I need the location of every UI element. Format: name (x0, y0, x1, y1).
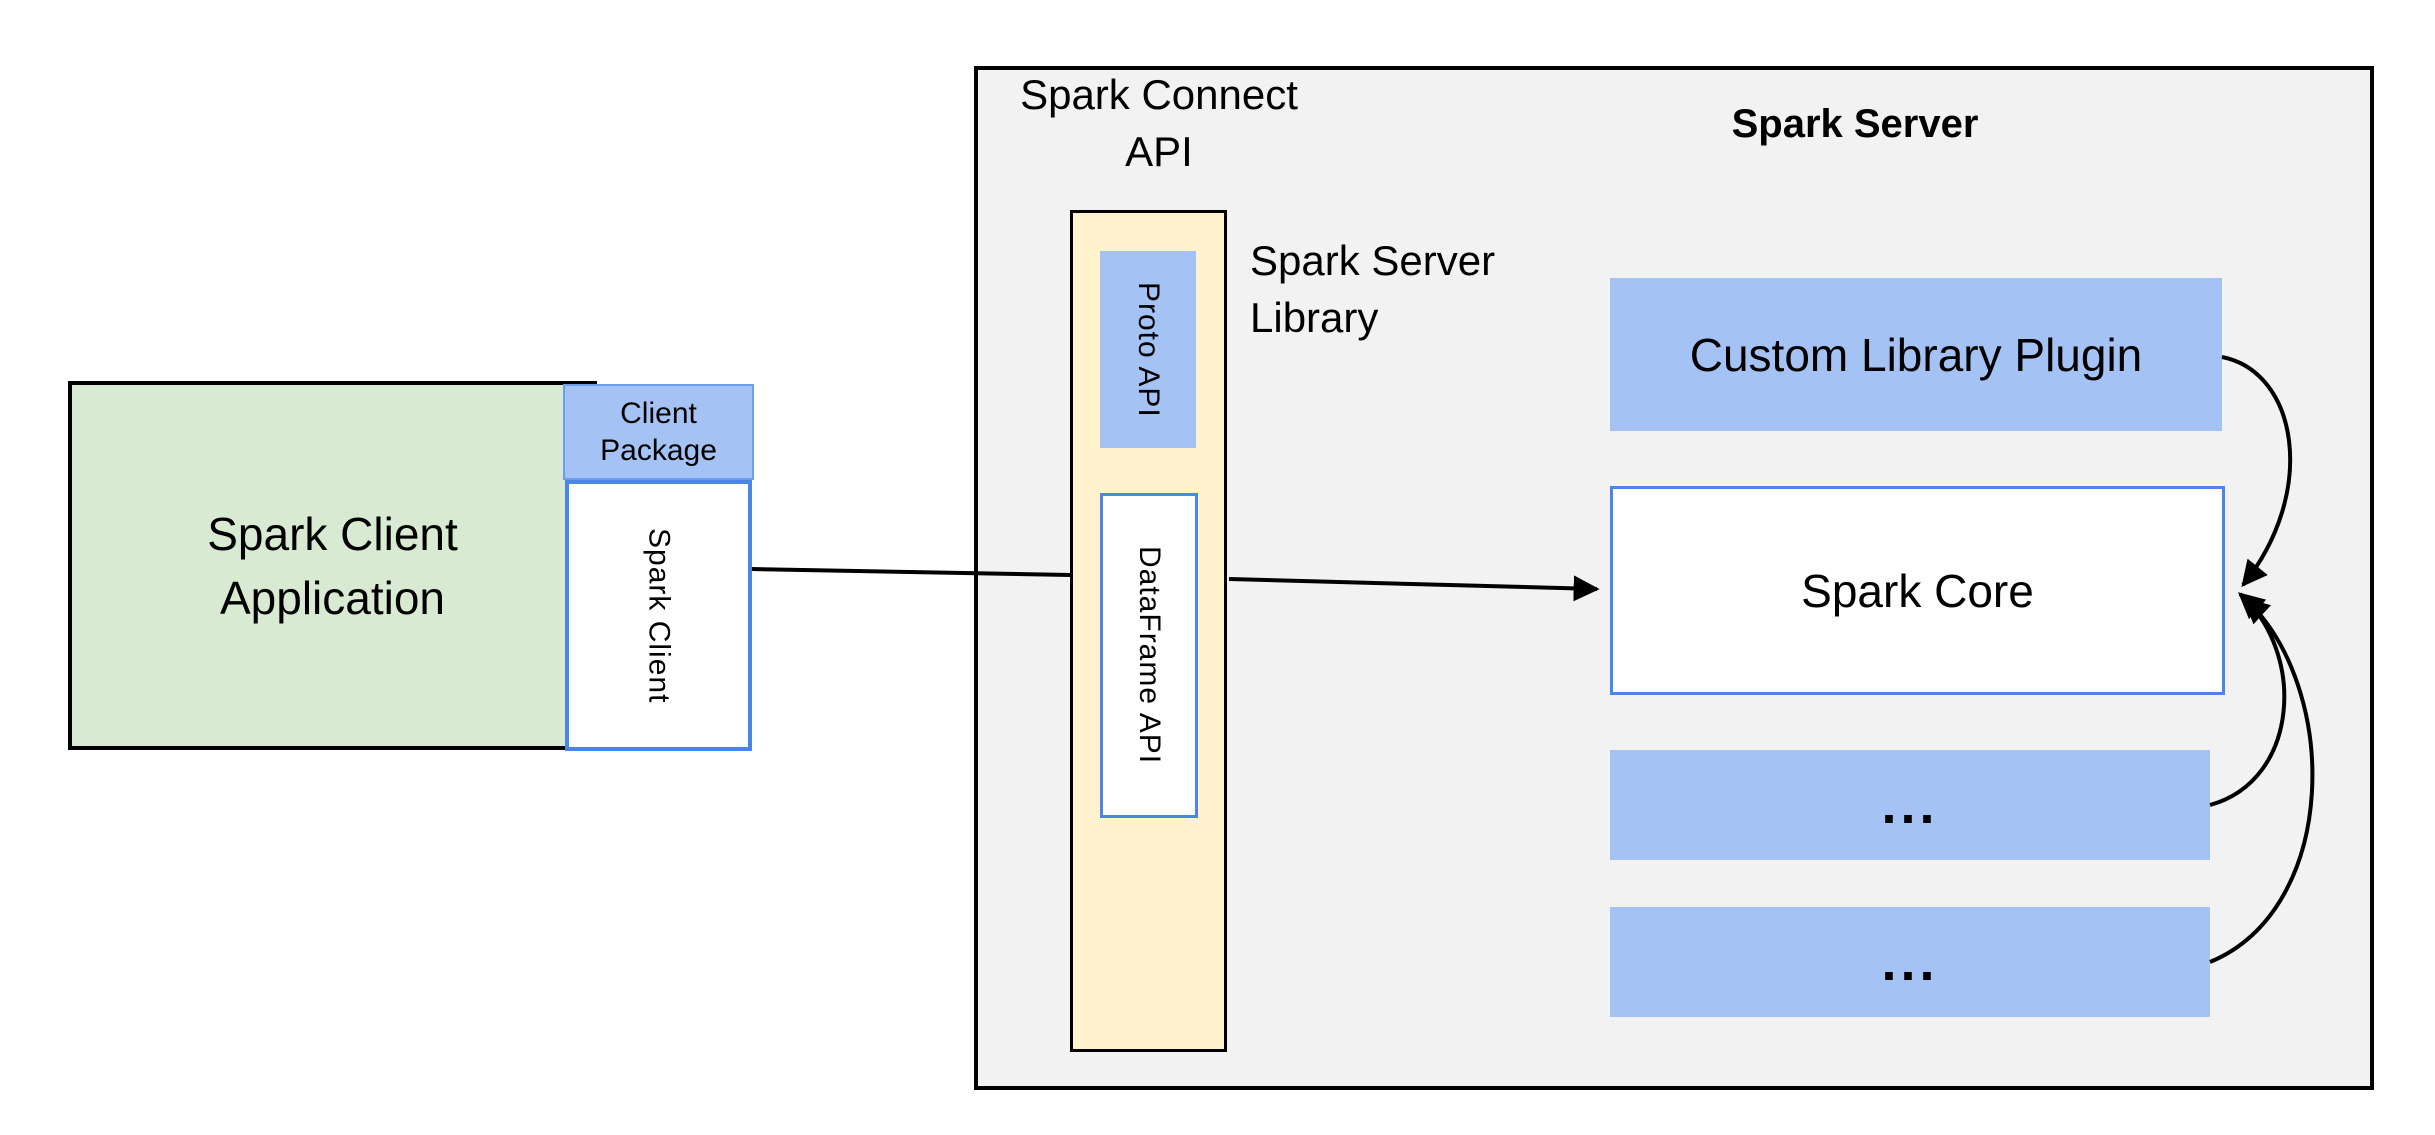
dataframe-api-box: DataFrame API (1100, 493, 1198, 818)
custom-library-plugin-label: Custom Library Plugin (1689, 328, 2143, 381)
spark-client-box: Spark Client (565, 480, 752, 751)
spark-core-box: Spark Core (1610, 486, 2225, 695)
plugin-placeholder-bottom-label: ... (1881, 932, 1939, 992)
spark-connect-api-title: Spark Connect API (1020, 71, 1298, 175)
spark-core-label: Spark Core (1801, 564, 2034, 617)
client-package-box: Client Package (563, 384, 754, 480)
client-package-label: Client Package (600, 397, 717, 467)
dataframe-api-label: DataFrame API (1133, 546, 1166, 765)
plugin-placeholder-box-top: ... (1610, 750, 2210, 860)
proto-api-box: Proto API (1100, 251, 1196, 448)
spark-client-application-box: Spark Client Application (68, 381, 597, 750)
spark-client-application-label: Spark Client Application (207, 507, 458, 624)
spark-server-library-label: Spark Server Library (1250, 237, 1496, 341)
custom-library-plugin-box: Custom Library Plugin (1610, 278, 2222, 431)
spark-client-label: Spark Client (642, 527, 676, 704)
proto-api-label: Proto API (1132, 281, 1165, 418)
plugin-placeholder-box-bottom: ... (1610, 907, 2210, 1017)
plugin-placeholder-top-label: ... (1881, 775, 1939, 835)
spark-server-title: Spark Server (1731, 102, 1979, 146)
